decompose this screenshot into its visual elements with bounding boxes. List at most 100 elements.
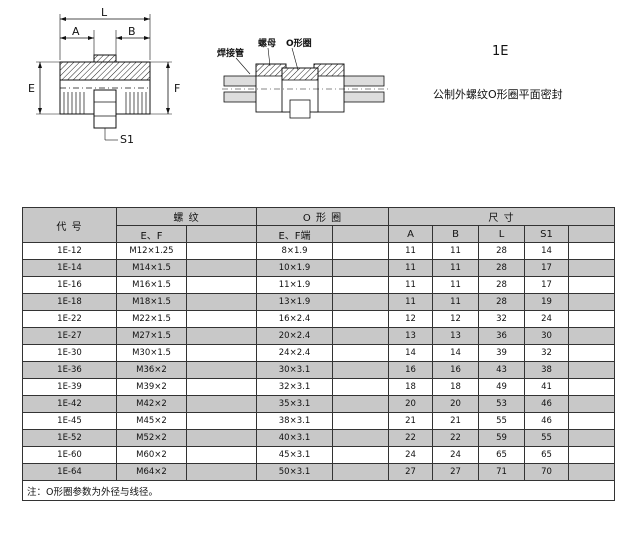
cell-B: 11 — [432, 276, 480, 294]
table-note: 注：O形圈参数为外径与线径。 — [21, 480, 616, 501]
cell-L: 28 — [478, 293, 526, 311]
cell-code: 1E-60 — [22, 446, 117, 464]
cell-A: 11 — [388, 276, 434, 294]
cell-blank — [568, 344, 616, 362]
cell-L: 49 — [478, 378, 526, 396]
cell-B: 22 — [432, 429, 480, 447]
cell-S1: 17 — [524, 276, 570, 294]
cell-oring: 10×1.9 — [256, 259, 333, 277]
cell-blank — [331, 327, 390, 345]
dim-S1: S1 — [120, 133, 134, 146]
cell-oring: 38×3.1 — [256, 412, 333, 430]
cell-B: 13 — [432, 327, 480, 345]
cell-oring: 11×1.9 — [256, 276, 333, 294]
header-blank — [568, 225, 616, 243]
header-oring-ef: E、F端 — [256, 225, 333, 243]
cell-blank — [568, 412, 616, 430]
cell-oring: 32×3.1 — [256, 378, 333, 396]
table-header-row: 代 号 螺 纹 O 形 圈 尺 寸 — [22, 207, 616, 243]
cell-blank — [568, 395, 616, 413]
cell-thread: M36×2 — [116, 361, 187, 379]
cell-blank — [186, 242, 257, 260]
cell-B: 11 — [432, 242, 480, 260]
header-B: B — [432, 225, 480, 243]
cell-L: 71 — [478, 463, 526, 481]
cell-S1: 41 — [524, 378, 570, 396]
header-thread-ef: E、F — [116, 225, 187, 243]
cell-thread: M22×1.5 — [116, 310, 187, 328]
cell-blank — [186, 293, 257, 311]
header-S1: S1 — [524, 225, 570, 243]
cell-blank — [568, 259, 616, 277]
cell-B: 18 — [432, 378, 480, 396]
header-size: 尺 寸 — [388, 207, 616, 226]
cell-blank — [568, 276, 616, 294]
cell-L: 32 — [478, 310, 526, 328]
cell-B: 24 — [432, 446, 480, 464]
cell-code: 1E-30 — [22, 344, 117, 362]
cell-blank — [568, 327, 616, 345]
cell-oring: 35×3.1 — [256, 395, 333, 413]
cell-thread: M30×1.5 — [116, 344, 187, 362]
cell-L: 53 — [478, 395, 526, 413]
callout-nut: 螺母 — [258, 37, 276, 49]
header-A: A — [388, 225, 434, 243]
cell-code: 1E-39 — [22, 378, 117, 396]
cell-S1: 55 — [524, 429, 570, 447]
cell-S1: 30 — [524, 327, 570, 345]
cell-blank — [331, 276, 390, 294]
cell-L: 36 — [478, 327, 526, 345]
cell-A: 27 — [388, 463, 434, 481]
cell-thread: M52×2 — [116, 429, 187, 447]
dim-B: B — [128, 25, 136, 38]
header-thread: 螺 纹 — [116, 207, 257, 226]
cell-code: 1E-64 — [22, 463, 117, 481]
cell-S1: 46 — [524, 412, 570, 430]
cell-blank — [186, 276, 257, 294]
cell-B: 12 — [432, 310, 480, 328]
cell-thread: M42×2 — [116, 395, 187, 413]
cell-S1: 46 — [524, 395, 570, 413]
header-blank — [331, 225, 390, 243]
cell-thread: M64×2 — [116, 463, 187, 481]
cell-blank — [186, 412, 257, 430]
cell-L: 28 — [478, 242, 526, 260]
cell-oring: 50×3.1 — [256, 463, 333, 481]
cell-blank — [331, 412, 390, 430]
callout-weld-pipe: 焊接管 — [217, 47, 244, 59]
cell-S1: 24 — [524, 310, 570, 328]
dim-A: A — [72, 25, 80, 38]
dim-F: F — [174, 82, 180, 95]
cell-oring: 24×2.4 — [256, 344, 333, 362]
cell-S1: 19 — [524, 293, 570, 311]
fitting-section-drawing: L A B — [28, 6, 388, 146]
header-code: 代 号 — [22, 207, 117, 243]
dim-L: L — [101, 6, 108, 19]
cell-B: 11 — [432, 293, 480, 311]
cell-blank — [186, 361, 257, 379]
cell-blank — [186, 429, 257, 447]
header-oring: O 形 圈 — [255, 207, 390, 226]
cell-blank — [331, 310, 390, 328]
cell-B: 27 — [432, 463, 480, 481]
cell-oring: 40×3.1 — [256, 429, 333, 447]
cell-A: 20 — [388, 395, 434, 413]
cell-A: 22 — [388, 429, 434, 447]
cell-blank — [331, 259, 390, 277]
cell-blank — [568, 378, 616, 396]
cell-S1: 32 — [524, 344, 570, 362]
cell-B: 11 — [432, 259, 480, 277]
cell-L: 55 — [478, 412, 526, 430]
cell-blank — [331, 395, 390, 413]
cell-S1: 70 — [524, 463, 570, 481]
assembly-view: 焊接管 螺母 O形圈 — [217, 37, 388, 119]
cell-blank — [186, 446, 257, 464]
cell-blank — [331, 429, 390, 447]
